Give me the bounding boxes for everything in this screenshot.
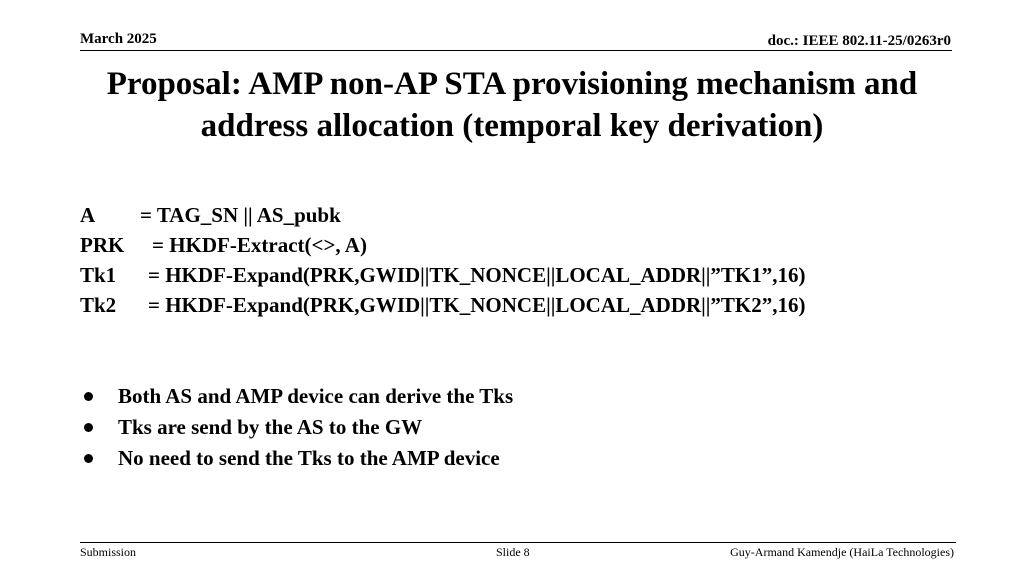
formula-name: A bbox=[80, 203, 96, 227]
slide-title: Proposal: AMP non-AP STA provisioning me… bbox=[40, 63, 984, 147]
list-item: Both AS and AMP device can derive the Tk… bbox=[84, 381, 513, 412]
formula-line-a: A = TAG_SN || AS_pubk bbox=[80, 200, 806, 230]
header-divider bbox=[80, 50, 952, 51]
formula-block: A = TAG_SN || AS_pubk PRK = HKDF-Extract… bbox=[80, 200, 806, 320]
header-date: March 2025 bbox=[80, 31, 157, 47]
footer-submission: Submission bbox=[80, 545, 137, 559]
bullet-text: No need to send the Tks to the AMP devic… bbox=[118, 446, 500, 470]
formula-line-tk2: Tk2 = HKDF-Expand(PRK,GWID||TK_NONCE||LO… bbox=[80, 290, 806, 320]
footer-divider bbox=[80, 542, 956, 543]
formula-name: PRK bbox=[80, 233, 125, 257]
slide-title-line-2: address allocation (temporal key derivat… bbox=[200, 108, 824, 144]
formula-expression: = HKDF-Expand(PRK,GWID||TK_NONCE||LOCAL_… bbox=[148, 263, 806, 287]
list-item: Tks are send by the AS to the GW bbox=[84, 412, 513, 443]
formula-expression: = TAG_SN || AS_pubk bbox=[140, 203, 341, 227]
footer-slide-number: Slide 8 bbox=[496, 545, 530, 559]
formula-line-tk1: Tk1 = HKDF-Expand(PRK,GWID||TK_NONCE||LO… bbox=[80, 260, 806, 290]
header-doc-id: doc.: IEEE 802.11-25/0263r0 bbox=[767, 33, 951, 49]
formula-name: Tk2 bbox=[80, 293, 117, 317]
formula-line-prk: PRK = HKDF-Extract(<>, A) bbox=[80, 230, 806, 260]
formula-expression: = HKDF-Expand(PRK,GWID||TK_NONCE||LOCAL_… bbox=[148, 293, 806, 317]
bullet-dot-icon bbox=[84, 454, 93, 463]
slide-title-line-1: Proposal: AMP non-AP STA provisioning me… bbox=[106, 66, 918, 102]
bullet-dot-icon bbox=[84, 423, 93, 432]
bullet-list: Both AS and AMP device can derive the Tk… bbox=[84, 381, 513, 474]
footer-author: Guy-Armand Kamendje (HaiLa Technologies) bbox=[730, 545, 954, 559]
bullet-text: Both AS and AMP device can derive the Tk… bbox=[118, 384, 514, 408]
list-item: No need to send the Tks to the AMP devic… bbox=[84, 443, 513, 474]
formula-name: Tk1 bbox=[80, 263, 117, 287]
bullet-dot-icon bbox=[84, 392, 93, 401]
bullet-text: Tks are send by the AS to the GW bbox=[118, 415, 423, 439]
formula-expression: = HKDF-Extract(<>, A) bbox=[152, 233, 367, 257]
